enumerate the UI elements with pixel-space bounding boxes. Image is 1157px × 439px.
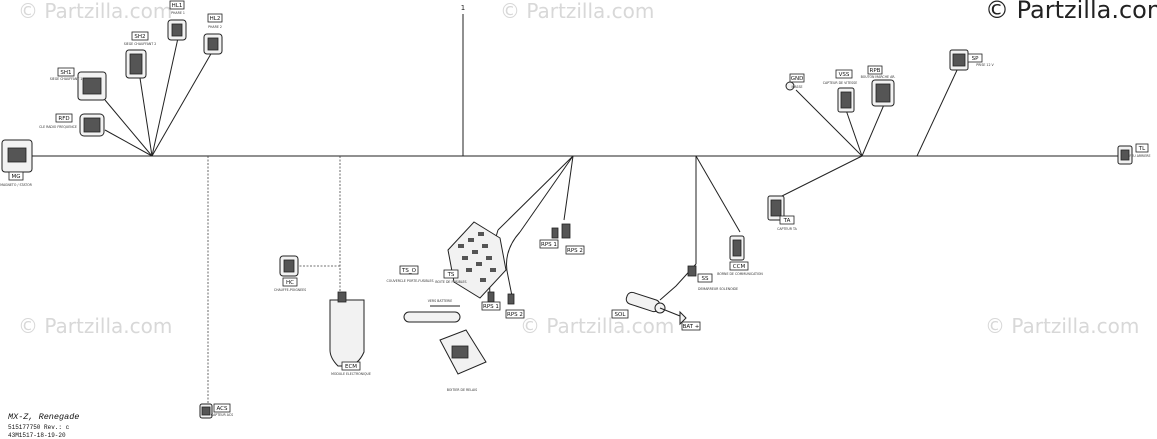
svg-text:BOUTON MARCHE AR.: BOUTON MARCHE AR.	[861, 75, 896, 79]
sp-connector: SP PRISE 12 V	[949, 49, 995, 71]
sh1-connector: SH1 SIEGE CHAUFFANT 1	[50, 67, 107, 101]
lower-branch-wires	[207, 155, 741, 404]
svg-text:ECM: ECM	[345, 364, 357, 370]
svg-text:CAPTEUR TA: CAPTEUR TA	[777, 227, 798, 231]
svg-text:MODULE ELECTRONIQUE: MODULE ELECTRONIQUE	[331, 372, 371, 376]
svg-text:ACS: ACS	[217, 406, 229, 412]
watermark-top-center: © Partzilla.com	[500, 0, 654, 23]
rfd-connector: RFD CLE RADIO FREQUENCE	[39, 113, 105, 137]
svg-text:SS: SS	[702, 276, 709, 282]
gnd-terminal: GND MASSE	[785, 73, 805, 91]
svg-text:MG: MG	[11, 174, 20, 180]
svg-text:TL: TL	[1138, 146, 1146, 152]
svg-text:SH2: SH2	[134, 34, 145, 40]
svg-text:HL1: HL1	[172, 3, 183, 9]
svg-text:RPB: RPB	[870, 68, 881, 74]
diagram-code: 43M1517-18-19-20	[8, 432, 66, 439]
svg-text:SP: SP	[972, 56, 979, 62]
svg-text:CAPTEUR DE VITESSE: CAPTEUR DE VITESSE	[823, 81, 857, 85]
hl2-connector: HL2 PHARE 2	[203, 13, 223, 55]
svg-text:TS_O: TS_O	[401, 268, 417, 274]
svg-text:PRISE 12 V: PRISE 12 V	[976, 63, 994, 67]
watermark-mid-right: © Partzilla.com	[985, 314, 1139, 338]
hl1-connector: HL1 PHARE 1	[167, 0, 187, 41]
right-branch-wires	[781, 67, 959, 197]
svg-text:GND: GND	[791, 76, 804, 82]
svg-text:RPS 2: RPS 2	[567, 248, 583, 254]
watermark-mid-left: © Partzilla.com	[18, 314, 172, 338]
svg-text:RPS 1: RPS 1	[541, 242, 557, 248]
svg-text:TS: TS	[447, 272, 455, 278]
relay-box: VERS BATTERIE BOITIER DE RELAIS	[403, 299, 487, 392]
ts-fuse-block: TS BOITE DE FUSIBLES TS_O COUVERCLE PORT…	[386, 221, 507, 299]
svg-text:RPS 1: RPS 1	[483, 304, 499, 310]
vss-connector: VSS CAPTEUR DE VITESSE	[823, 69, 857, 113]
svg-text:PHARE 1: PHARE 1	[171, 11, 185, 15]
watermark-mid-center: © Partzilla.com	[520, 314, 674, 338]
svg-text:RPS 2: RPS 2	[507, 312, 523, 318]
watermark-top-right: © Partzilla.com	[985, 0, 1157, 24]
rps-sensor-upper: RPS 1 RPS 2	[539, 223, 585, 255]
svg-text:BAT +: BAT +	[683, 324, 700, 330]
svg-text:MASSE: MASSE	[792, 85, 803, 89]
svg-text:VSS: VSS	[839, 72, 850, 78]
svg-text:VERS BATTERIE: VERS BATTERIE	[428, 299, 453, 303]
svg-text:SH1: SH1	[60, 70, 71, 76]
svg-text:SIEGE CHAUFFANT 2: SIEGE CHAUFFANT 2	[124, 42, 157, 46]
mg-connector: MG MAGNETO / STATOR	[0, 139, 33, 187]
watermark-top-left: © Partzilla.com	[18, 0, 172, 23]
svg-text:HC: HC	[286, 280, 294, 286]
ecm-module: ECM MODULE ELECTRONIQUE	[329, 291, 371, 376]
svg-text:RFD: RFD	[58, 116, 69, 122]
svg-text:CLE RADIO FREQUENCE: CLE RADIO FREQUENCE	[39, 125, 77, 129]
reference-number: 1	[461, 4, 465, 12]
svg-text:TA: TA	[783, 218, 791, 224]
svg-text:DEMARREUR SOLENOIDE: DEMARREUR SOLENOIDE	[698, 287, 738, 291]
starter-solenoid: SS DEMARREUR SOLENOIDE SOL BAT +	[611, 265, 738, 331]
ta-connector: TA CAPTEUR TA	[767, 195, 798, 231]
svg-text:BOITE DE FUSIBLES: BOITE DE FUSIBLES	[435, 280, 466, 284]
svg-text:BOITIER DE RELAIS: BOITIER DE RELAIS	[447, 388, 477, 392]
svg-text:HL2: HL2	[210, 16, 221, 22]
svg-text:COUVERCLE PORTE-FUSIBLES: COUVERCLE PORTE-FUSIBLES	[386, 279, 433, 283]
part-number-revision: 515177750 Rev.: c	[8, 424, 70, 431]
svg-text:FEU ARRIERE: FEU ARRIERE	[1130, 154, 1151, 158]
svg-text:PHARE 2: PHARE 2	[208, 25, 222, 29]
tl-connector: TL FEU ARRIERE	[1117, 143, 1151, 165]
svg-text:CAPTEUR ACS: CAPTEUR ACS	[211, 413, 233, 417]
svg-text:CCM: CCM	[733, 264, 746, 270]
svg-text:MAGNETO / STATOR: MAGNETO / STATOR	[0, 183, 32, 187]
acs-connector: ACS CAPTEUR ACS	[199, 403, 233, 419]
main-harness-trunk: 1	[32, 4, 1118, 157]
svg-text:CHAUFFE-POIGNEES: CHAUFFE-POIGNEES	[274, 288, 306, 292]
sh2-connector: SH2 SIEGE CHAUFFANT 2	[124, 31, 157, 79]
rpb-connector: RPB BOUTON MARCHE AR.	[861, 65, 896, 107]
hc-connector: HC CHAUFFE-POIGNEES	[274, 255, 306, 292]
svg-text:BORNE DE COMMUNICATION: BORNE DE COMMUNICATION	[717, 272, 763, 276]
svg-text:SOL: SOL	[615, 312, 627, 318]
diagram-title: MX-Z, Renegade	[8, 412, 80, 422]
ccm-connector: CCM BORNE DE COMMUNICATION	[717, 235, 763, 276]
rps-sensor-lower: RPS 1 RPS 2	[481, 291, 525, 319]
left-branch-wires	[104, 37, 213, 157]
svg-text:SIEGE CHAUFFANT 1: SIEGE CHAUFFANT 1	[50, 77, 83, 81]
